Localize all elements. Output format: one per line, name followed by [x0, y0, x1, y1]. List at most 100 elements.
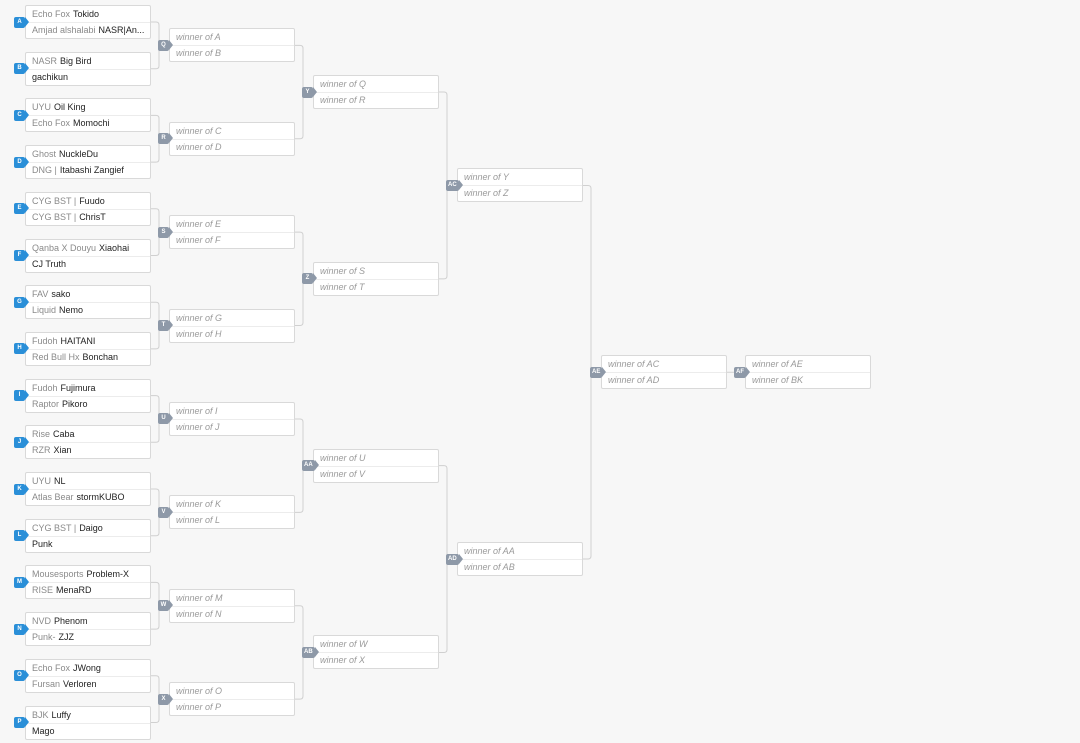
match-slot[interactable]: CYG BST |ChrisT: [32, 209, 146, 225]
match-slot[interactable]: winner of E: [176, 219, 222, 230]
match-slot[interactable]: Mago: [32, 723, 146, 739]
match-slot[interactable]: winner of X: [320, 655, 366, 666]
match-slot[interactable]: winner of F: [176, 235, 221, 246]
match-box[interactable]: winner of A winner of B: [169, 28, 295, 63]
match-slot[interactable]: winner of A: [176, 32, 221, 43]
match-slot[interactable]: winner of V: [320, 468, 366, 479]
match-box[interactable]: winner of C winner of D: [169, 121, 295, 156]
match-slot[interactable]: winner of P: [176, 702, 222, 713]
match-box[interactable]: winner of AA winner of AB: [457, 542, 583, 577]
match-slot[interactable]: winner of AD: [608, 375, 660, 386]
match-box[interactable]: winner of AC winner of AD: [601, 355, 727, 390]
match-slot[interactable]: winner of AB: [464, 562, 515, 573]
match-slot[interactable]: winner of H: [176, 328, 222, 339]
match-slot[interactable]: winner of L: [176, 515, 221, 526]
match-box[interactable]: winner of W winner of X: [313, 635, 439, 670]
match-slot[interactable]: winner of M: [176, 592, 223, 603]
match-slot[interactable]: winner of AA: [464, 546, 515, 557]
match-slot[interactable]: winner of B: [176, 48, 222, 59]
match-box[interactable]: winner of S winner of T: [313, 261, 439, 296]
match-slot[interactable]: winner of U: [320, 452, 366, 463]
match-slot[interactable]: winner of N: [176, 608, 222, 619]
match-slot[interactable]: CYG BST |Fuudo: [32, 193, 146, 209]
match-slot[interactable]: winner of J: [176, 421, 220, 432]
match-slot[interactable]: winner of Y: [464, 172, 509, 183]
match-slot[interactable]: winner of O: [176, 686, 223, 697]
match-slot[interactable]: winner of AC: [608, 359, 660, 370]
match-slot[interactable]: winner of T: [320, 281, 365, 292]
match-slot[interactable]: winner of W: [320, 639, 368, 650]
match-slot[interactable]: CJ Truth: [32, 256, 146, 272]
match-slot[interactable]: winner of K: [176, 499, 222, 510]
match-slot[interactable]: Punk: [32, 536, 146, 552]
match-slot[interactable]: winner of C: [176, 125, 222, 136]
match-slot[interactable]: winner of AE: [752, 359, 803, 370]
match-box[interactable]: winner of M winner of N: [169, 588, 295, 623]
match-slot[interactable]: winner of S: [320, 265, 366, 276]
match-slot[interactable]: winner of R: [320, 95, 366, 106]
match-slot[interactable]: DNG |Itabashi Zangief: [32, 162, 146, 178]
match-slot[interactable]: winner of D: [176, 141, 222, 152]
